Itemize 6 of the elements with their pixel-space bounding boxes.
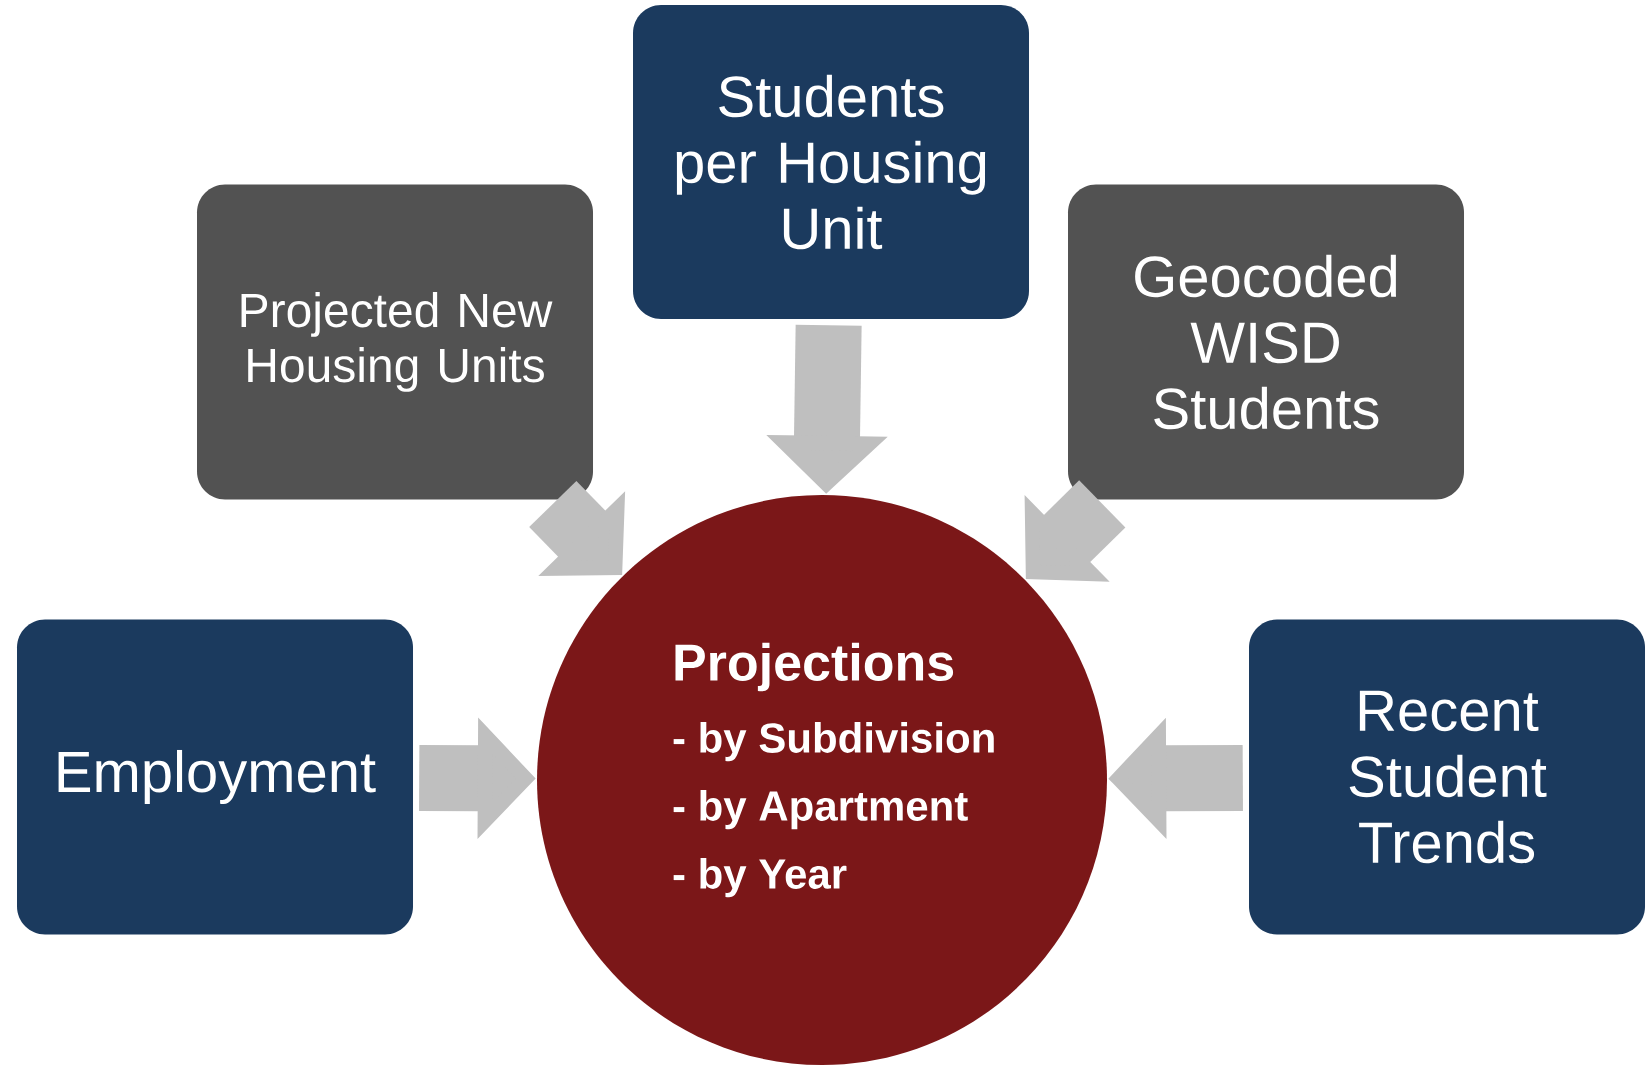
input-box: Geocoded WISD Students	[1068, 184, 1464, 500]
input-box: Recent Student Trends	[1249, 619, 1645, 935]
input-box: Students per Housing Unit	[633, 5, 1029, 319]
input-box: Employment	[17, 619, 413, 935]
block-arrow	[1024, 480, 1126, 582]
input-box: Projected New Housing Units	[197, 184, 593, 500]
